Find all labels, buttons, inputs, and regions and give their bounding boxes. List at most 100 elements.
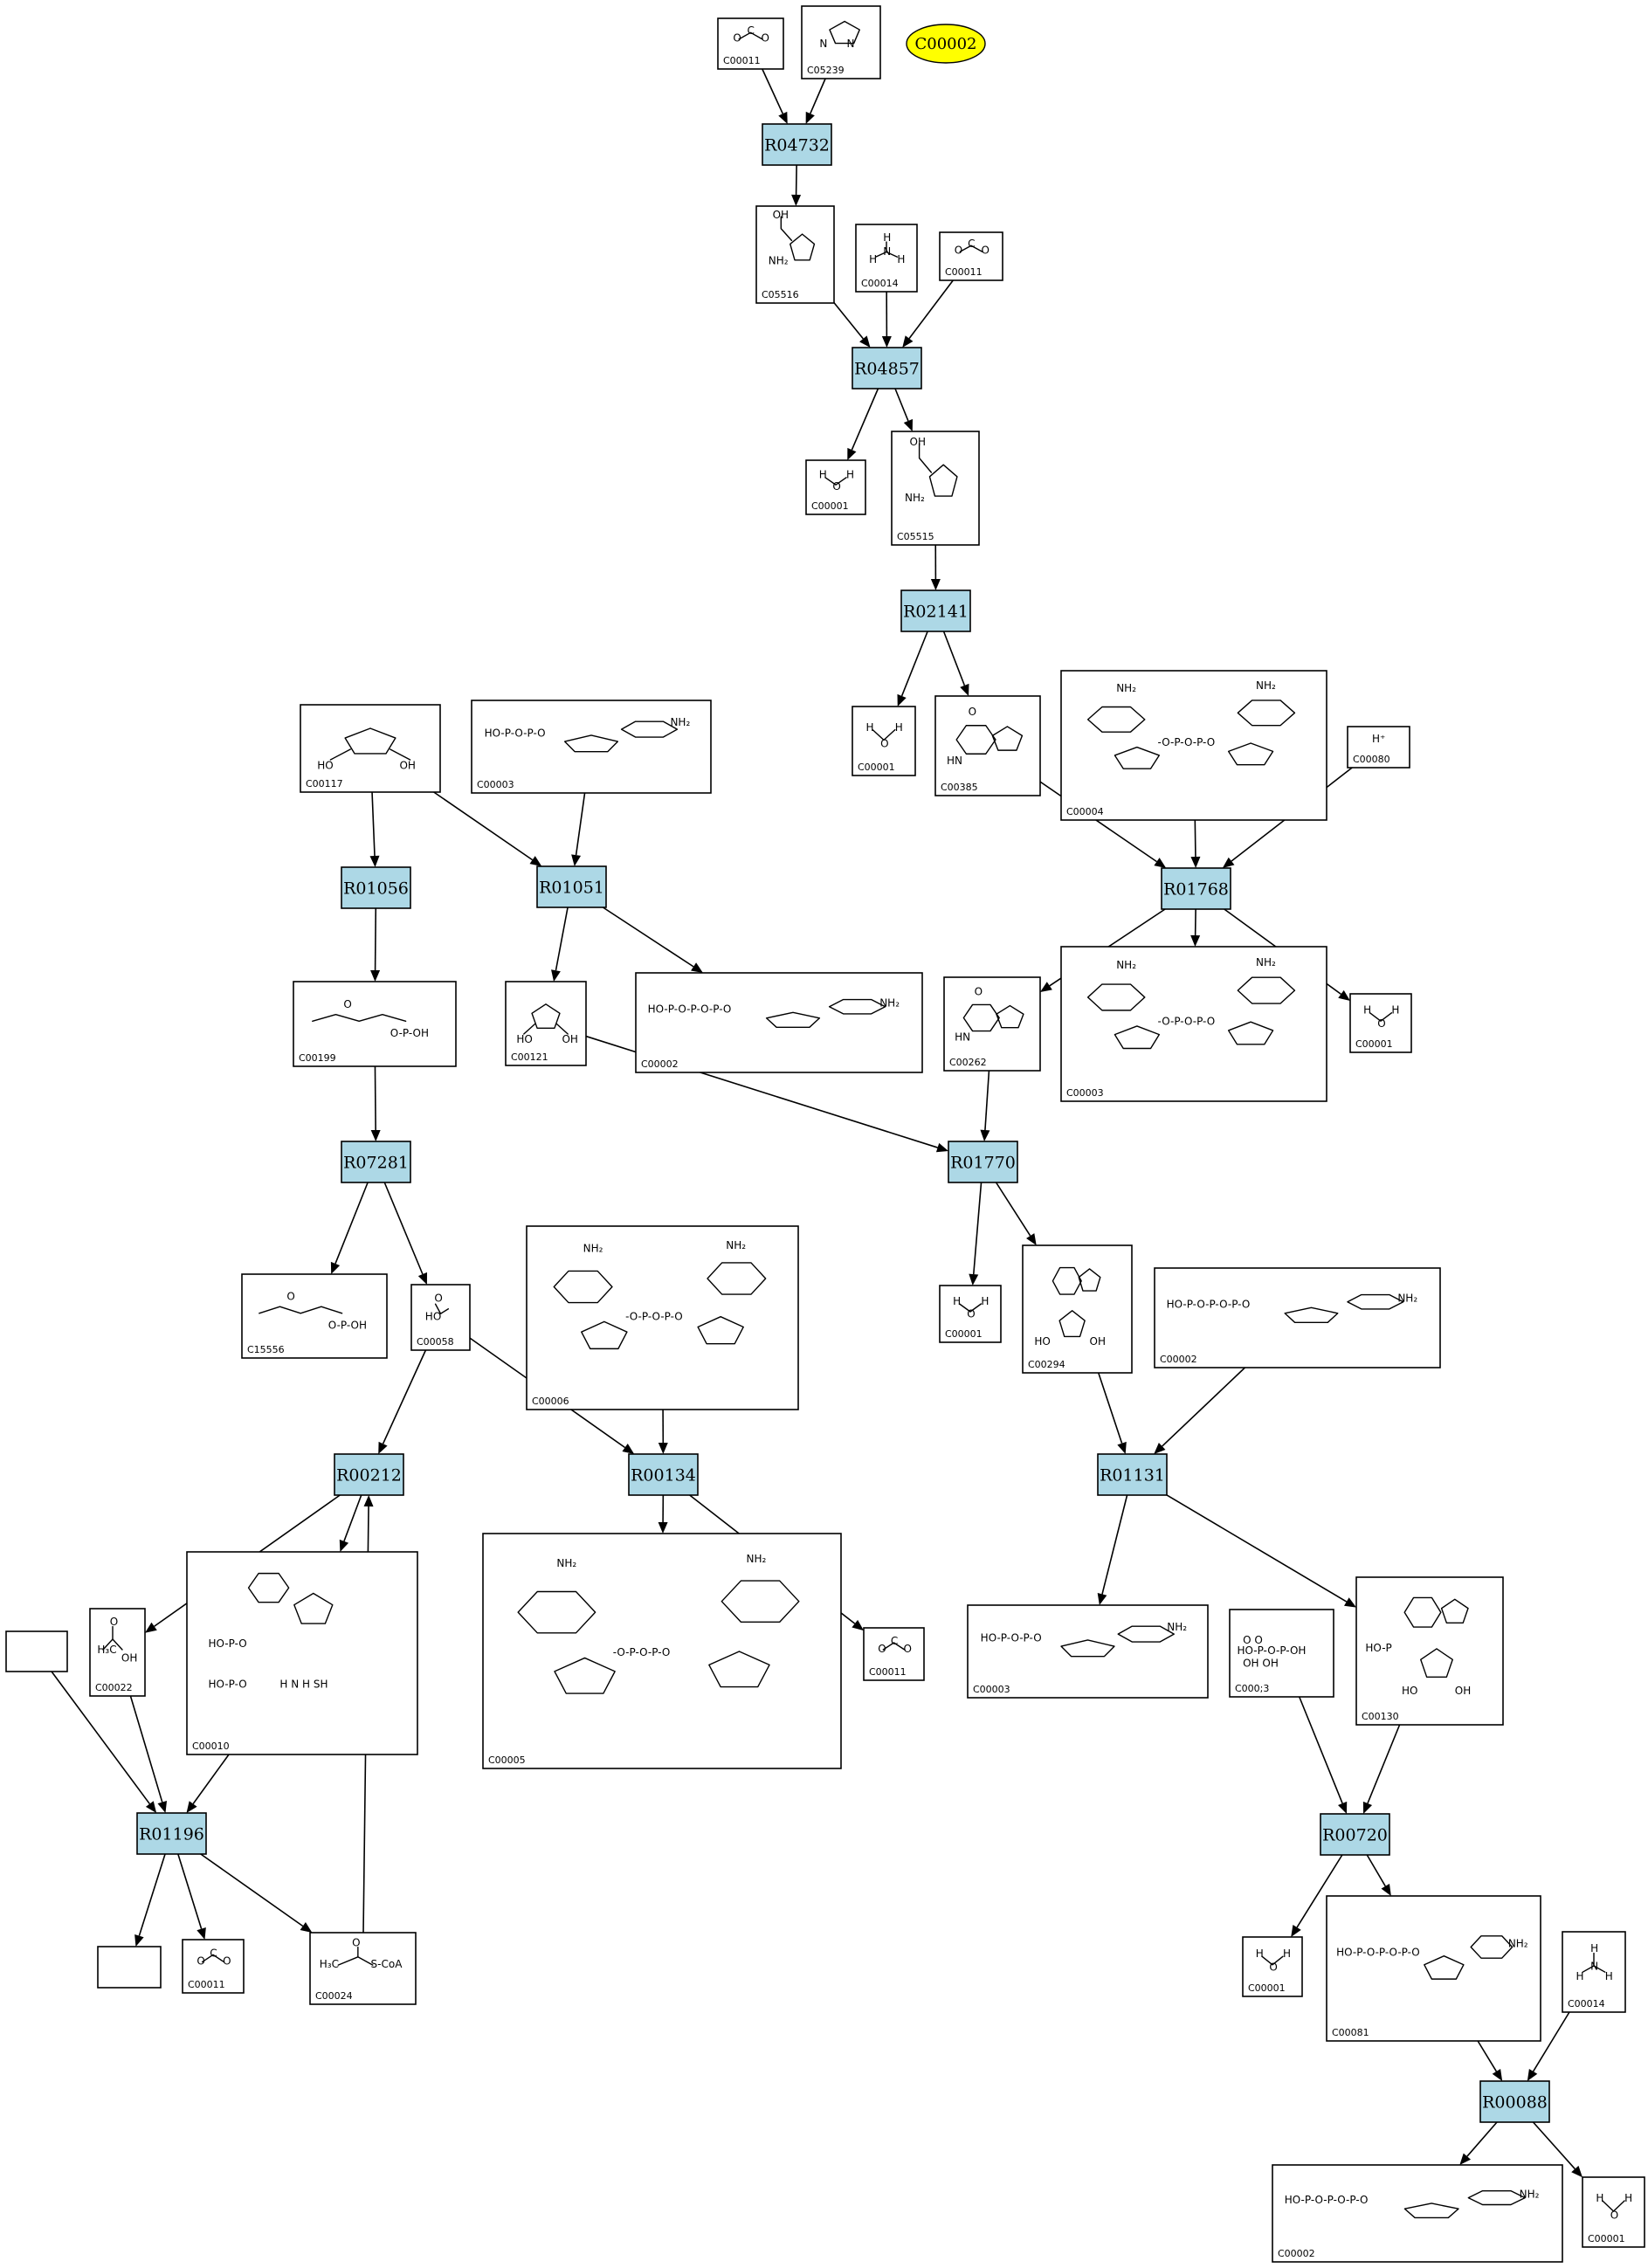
compound-node[interactable] bbox=[5, 1630, 68, 1672]
reaction-node[interactable]: R01770 bbox=[948, 1141, 1018, 1183]
compound-box bbox=[5, 1630, 68, 1672]
arrowhead bbox=[960, 683, 969, 696]
highlighted-compound[interactable]: C00002 bbox=[906, 24, 986, 64]
compound-box bbox=[1022, 1244, 1133, 1374]
compound-id: C00117 bbox=[306, 778, 343, 789]
reaction-node[interactable]: R01131 bbox=[1097, 1453, 1168, 1496]
compound-id: C00022 bbox=[95, 1682, 133, 1693]
svg-text:NH₂: NH₂ bbox=[879, 997, 900, 1010]
reaction-node[interactable]: R02141 bbox=[900, 589, 971, 632]
reaction-node[interactable]: R00720 bbox=[1320, 1813, 1390, 1856]
svg-text:N: N bbox=[847, 38, 855, 50]
svg-text:S-CoA: S-CoA bbox=[371, 1958, 403, 1970]
edge-f1-R07281 bbox=[374, 1065, 376, 1131]
edge-e1-R01056 bbox=[371, 791, 376, 857]
reaction-node[interactable]: R00134 bbox=[628, 1453, 699, 1496]
compound-id: C00024 bbox=[315, 1990, 353, 2002]
edge-R07281-g2 bbox=[383, 1182, 424, 1275]
compound-box bbox=[1347, 726, 1410, 769]
edge-R01196-i1 bbox=[177, 1853, 203, 1929]
arrowhead bbox=[847, 447, 857, 460]
reaction-label: R01131 bbox=[1100, 1466, 1165, 1486]
compound-node[interactable]: H⁺C00080 bbox=[1347, 726, 1410, 769]
reaction-label: R02141 bbox=[903, 603, 969, 622]
svg-text:O: O bbox=[880, 738, 888, 750]
edge-g6-R01131 bbox=[1162, 1367, 1246, 1447]
arrowhead bbox=[1362, 1801, 1373, 1814]
svg-text:NH₂: NH₂ bbox=[583, 1243, 603, 1255]
reaction-node[interactable]: R00212 bbox=[334, 1453, 404, 1496]
reaction-label: R01056 bbox=[343, 879, 409, 899]
edge-R04857-c2 bbox=[894, 388, 909, 422]
compound-id: C00004 bbox=[1066, 806, 1104, 817]
edge-R01051-f2 bbox=[555, 907, 569, 971]
compound-box bbox=[97, 1946, 162, 1989]
svg-text:NH₂: NH₂ bbox=[1256, 956, 1276, 969]
reaction-node[interactable]: R00088 bbox=[1479, 2080, 1550, 2123]
reaction-label: R01196 bbox=[139, 1825, 204, 1844]
compound-box bbox=[801, 5, 881, 79]
compound-box bbox=[1060, 670, 1327, 821]
reaction-node[interactable]: R04732 bbox=[762, 123, 832, 166]
svg-text:H: H bbox=[1576, 1970, 1584, 1982]
svg-text:HO: HO bbox=[1034, 1335, 1050, 1348]
edge-b3-R04857 bbox=[908, 279, 954, 340]
reaction-node[interactable]: R01768 bbox=[1161, 867, 1231, 910]
compound-node[interactable] bbox=[97, 1946, 162, 1989]
reaction-node[interactable]: R07281 bbox=[341, 1141, 411, 1183]
edge-b1-R04857 bbox=[833, 302, 864, 340]
reaction-box bbox=[948, 1141, 1018, 1183]
svg-text:O O: O O bbox=[1243, 1634, 1263, 1646]
reaction-node[interactable]: R01056 bbox=[341, 866, 411, 909]
arrowhead bbox=[145, 1801, 157, 1813]
reaction-node[interactable]: R01196 bbox=[136, 1812, 207, 1855]
reaction-node[interactable]: R01051 bbox=[536, 865, 607, 908]
edge-h7-R00720 bbox=[1367, 1724, 1401, 1804]
reaction-node[interactable]: R04857 bbox=[852, 347, 922, 389]
arrowhead bbox=[1040, 982, 1052, 992]
arrowhead bbox=[1338, 1801, 1348, 1814]
compound-id: C15556 bbox=[247, 1344, 285, 1355]
